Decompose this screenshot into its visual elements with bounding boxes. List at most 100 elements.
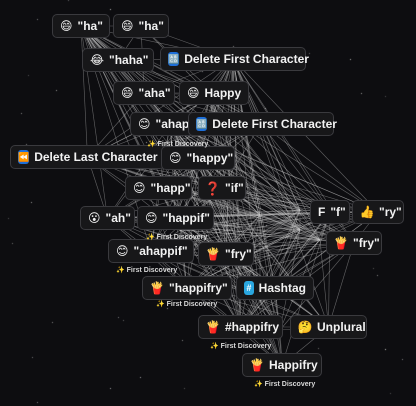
connection-line <box>175 217 329 328</box>
connection-line <box>169 123 176 219</box>
connection-line <box>260 123 301 211</box>
element-node[interactable]: 🍟 Happifry <box>242 353 322 377</box>
connection-line <box>274 209 301 289</box>
element-label: "ry" <box>379 205 402 219</box>
element-node[interactable]: 😄"ha" <box>52 14 110 38</box>
first-discovery-label: ✨ First Discovery <box>210 343 272 350</box>
connection-line <box>225 253 283 366</box>
element-label: "aha" <box>138 86 171 100</box>
emoji-icon: 🍟 <box>149 281 165 295</box>
connection-line <box>274 211 331 289</box>
connection-line <box>169 123 331 213</box>
connection-line <box>179 229 321 241</box>
connection-line <box>260 123 379 213</box>
emoji-icon: 😄 <box>60 19 73 33</box>
element-label: Happy <box>204 86 242 100</box>
first-discovery-label: ✨ First Discovery <box>146 234 208 241</box>
element-node[interactable]: 🔠 Delete First Character <box>188 112 337 136</box>
element-node[interactable]: 🍟 "fry" <box>326 231 382 255</box>
element-node[interactable]: #Hashtag <box>236 276 314 300</box>
connection-line <box>328 242 355 328</box>
element-label: "fry" <box>353 236 380 250</box>
connection-line <box>240 211 331 328</box>
connection-line <box>259 214 321 241</box>
connection-line <box>150 157 199 252</box>
first-discovery-label: ✨ First Discovery <box>156 301 218 308</box>
element-node[interactable]: 😄 "ha" <box>113 14 169 38</box>
element-label: "happy" <box>186 151 234 165</box>
connection-line <box>179 229 355 244</box>
connection-line <box>197 157 301 231</box>
question-icon: ❓ <box>204 180 222 196</box>
connection-line <box>229 149 301 211</box>
connection-line <box>80 25 171 125</box>
element-label: "ha" <box>138 19 164 33</box>
connection-line <box>240 214 261 328</box>
emoji-icon: 😮 <box>88 211 101 225</box>
element-node[interactable]: 😂"haha" <box>82 48 154 72</box>
connection-line <box>319 239 329 328</box>
element-node[interactable]: 😊 "happif" <box>137 206 214 230</box>
element-label: "ah" <box>105 211 131 225</box>
emoji-icon: 🤔 <box>297 320 313 334</box>
element-node[interactable]: 🍟 #happifry <box>198 315 283 339</box>
element-node[interactable]: 😄 "aha" <box>113 81 175 105</box>
letter-f-icon: F <box>318 205 326 219</box>
element-node[interactable]: 😮 "ah" <box>80 206 135 230</box>
element-node[interactable]: 😊 "happ" <box>125 176 192 200</box>
element-node[interactable]: 🍟 "happifry" <box>142 276 232 300</box>
element-node[interactable]: 🍟"fry" <box>198 242 254 266</box>
connection-line <box>240 209 301 328</box>
connection-line <box>232 58 283 366</box>
element-node[interactable]: 😊 "happy" <box>161 146 235 170</box>
connection-line <box>197 58 234 159</box>
connection-line <box>169 123 301 211</box>
connection-line <box>80 25 262 125</box>
element-node[interactable]: 🤔 Unplural <box>290 315 367 339</box>
connection-line <box>175 217 241 328</box>
connection-line <box>186 211 379 289</box>
element-label: "f" <box>330 205 346 219</box>
emoji-icon: 🍟 <box>249 358 265 372</box>
element-node[interactable]: 😄 Happy <box>179 81 249 105</box>
emoji-icon: 😊 <box>116 244 129 258</box>
element-node[interactable]: 👍"ry" <box>352 200 404 224</box>
element-label: Delete Last Character <box>34 150 158 164</box>
emoji-icon: 😄 <box>187 86 200 100</box>
abcd-icon: 🔠 <box>196 117 208 131</box>
element-label: Happifry <box>269 358 318 372</box>
connection-line <box>259 214 301 231</box>
emoji-icon: 😊 <box>145 211 158 225</box>
emoji-icon: 😊 <box>138 117 151 131</box>
emoji-icon: 😊 <box>133 181 146 195</box>
connection-line <box>80 25 88 158</box>
element-label: "if" <box>225 181 244 195</box>
first-discovery-label: ✨ First Discovery <box>147 141 209 148</box>
element-node[interactable]: 😊"ahappif" <box>108 239 194 263</box>
first-discovery-label: ✨ First Discovery <box>254 381 316 388</box>
emoji-icon: 😄 <box>121 86 134 100</box>
connection-line <box>229 149 301 231</box>
emoji-icon: 🍟 <box>205 320 221 334</box>
emoji-icon: 😊 <box>169 151 182 165</box>
connection-line <box>107 123 171 219</box>
connection-line <box>87 58 234 158</box>
element-label: "happifry" <box>169 281 228 295</box>
connection-line <box>260 123 331 213</box>
element-label: Delete First Character <box>212 117 337 131</box>
element-node[interactable]: ⏪Delete Last Character <box>10 145 165 169</box>
connection-line <box>87 156 301 231</box>
element-node[interactable]: 🔠Delete First Character <box>160 47 309 71</box>
connection-line <box>175 217 281 331</box>
first-discovery-label: ✨ First Discovery <box>116 267 178 274</box>
element-label: "happ" <box>150 181 191 195</box>
element-label: "fry" <box>225 247 252 261</box>
element-node[interactable]: ❓"if" <box>198 176 246 200</box>
element-label: Unplural <box>317 320 366 334</box>
emoji-icon: 😄 <box>121 19 134 33</box>
emoji-icon: 🍟 <box>333 236 349 250</box>
element-label: "happif" <box>162 211 210 225</box>
element-node[interactable]: F "f" <box>310 200 350 224</box>
element-label: #happifry <box>225 320 280 334</box>
connection-line <box>197 157 321 241</box>
